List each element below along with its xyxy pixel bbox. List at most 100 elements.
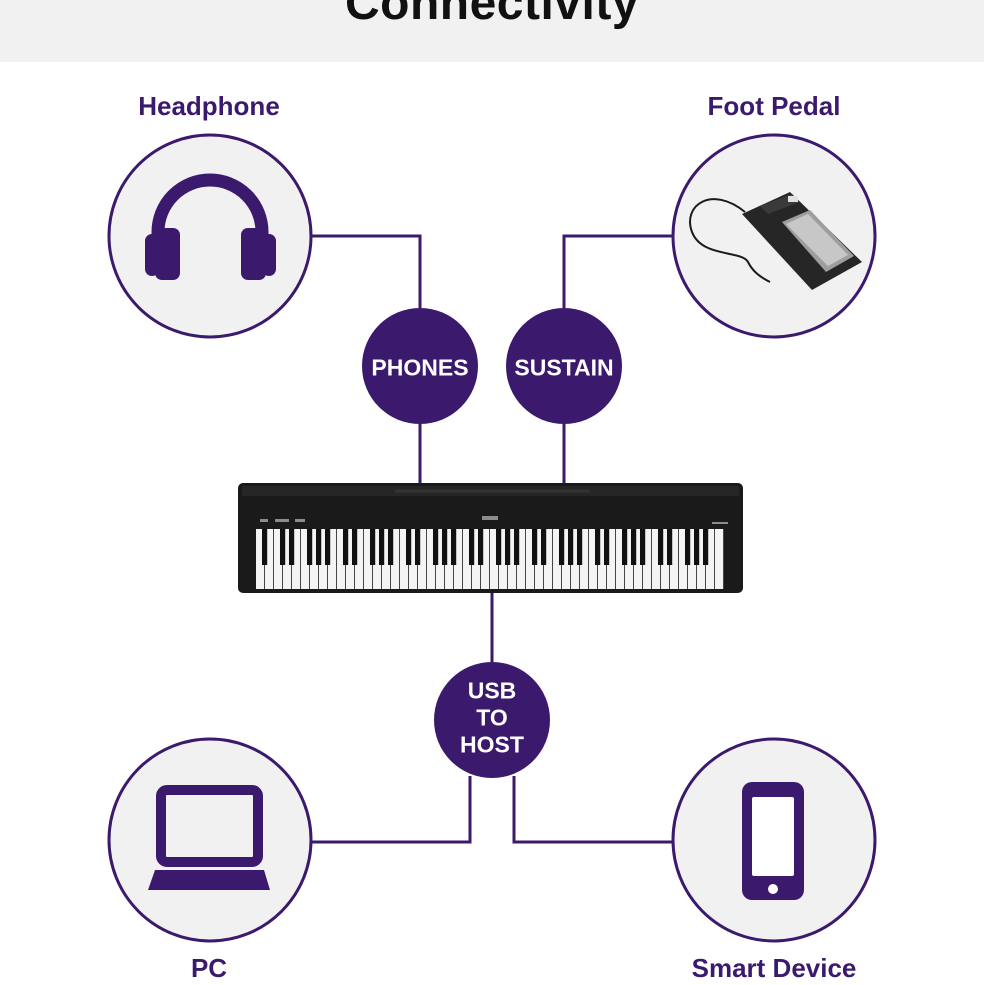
white-key (454, 529, 463, 589)
pedal-connector-line (562, 234, 676, 308)
white-key (697, 529, 706, 589)
white-key (427, 529, 436, 589)
white-key (256, 529, 265, 589)
pc-label: PC (190, 953, 228, 983)
black-key (387, 529, 394, 565)
black-key (315, 529, 322, 565)
usb-port-label-line-3: HOST (460, 731, 524, 758)
headphone-device (107, 133, 313, 339)
page-title: Connectivity (344, 0, 640, 30)
usb-port-label: USB TO HOST (460, 678, 524, 759)
headphone-connector-line (310, 234, 422, 308)
black-key (477, 529, 484, 565)
white-key (418, 529, 427, 589)
phones-port-circle (362, 308, 478, 424)
white-key (328, 529, 337, 589)
black-key (504, 529, 511, 565)
header-bar: Connectivity (0, 0, 984, 62)
white-key (436, 529, 445, 589)
white-key (355, 529, 364, 589)
black-key (306, 529, 313, 565)
white-key (652, 529, 661, 589)
smartphone-icon (742, 782, 804, 900)
white-key (634, 529, 643, 589)
white-key (319, 529, 328, 589)
white-key (517, 529, 526, 589)
foot-pedal-label: Foot Pedal (707, 91, 841, 121)
white-key (346, 529, 355, 589)
black-key (594, 529, 601, 565)
headphone-label: Headphone (138, 91, 280, 121)
usb-port-circle (434, 662, 550, 778)
white-key (373, 529, 382, 589)
black-key (513, 529, 520, 565)
black-key (261, 529, 268, 565)
laptop-icon (148, 785, 270, 890)
foot-pedal-image (689, 192, 862, 290)
white-key (706, 529, 715, 589)
piano-keyboard (256, 529, 724, 589)
usb-port-label-line-2: TO (476, 704, 508, 731)
white-key (382, 529, 391, 589)
phones-port-label: PHONES (371, 354, 469, 381)
white-key (607, 529, 616, 589)
black-key (432, 529, 439, 565)
white-key (679, 529, 688, 589)
white-key (292, 529, 301, 589)
white-key (337, 529, 346, 589)
black-key (441, 529, 448, 565)
white-key (661, 529, 670, 589)
white-key (715, 529, 724, 589)
white-key (409, 529, 418, 589)
black-key (702, 529, 709, 565)
black-key (666, 529, 673, 565)
black-key (567, 529, 574, 565)
black-key (603, 529, 610, 565)
pc-connector-line (310, 776, 472, 844)
white-key (463, 529, 472, 589)
usb-port-label-line-1: USB (467, 677, 517, 704)
white-key (670, 529, 679, 589)
white-key (274, 529, 283, 589)
white-key (283, 529, 292, 589)
black-key (639, 529, 646, 565)
white-key (598, 529, 607, 589)
black-key (495, 529, 502, 565)
black-key (369, 529, 376, 565)
black-key (693, 529, 700, 565)
white-key (508, 529, 517, 589)
black-key (576, 529, 583, 565)
white-key (553, 529, 562, 589)
black-key (621, 529, 628, 565)
white-key (301, 529, 310, 589)
white-key (526, 529, 535, 589)
black-key (630, 529, 637, 565)
black-key (351, 529, 358, 565)
white-key (589, 529, 598, 589)
smart-device (671, 737, 877, 943)
digital-piano (238, 483, 743, 593)
white-key (499, 529, 508, 589)
white-key (625, 529, 634, 589)
black-key (531, 529, 538, 565)
smart-device-label: Smart Device (691, 953, 857, 983)
white-key (364, 529, 373, 589)
pc-device (107, 737, 313, 943)
black-key (414, 529, 421, 565)
black-key (468, 529, 475, 565)
black-key (540, 529, 547, 565)
white-key (535, 529, 544, 589)
black-key (405, 529, 412, 565)
smart-device-connector-line (512, 776, 676, 844)
headphone-icon (145, 173, 276, 280)
white-key (310, 529, 319, 589)
white-key (445, 529, 454, 589)
white-key (571, 529, 580, 589)
black-key (378, 529, 385, 565)
white-key (580, 529, 589, 589)
black-key (657, 529, 664, 565)
black-key (684, 529, 691, 565)
white-key (400, 529, 409, 589)
white-key (490, 529, 499, 589)
